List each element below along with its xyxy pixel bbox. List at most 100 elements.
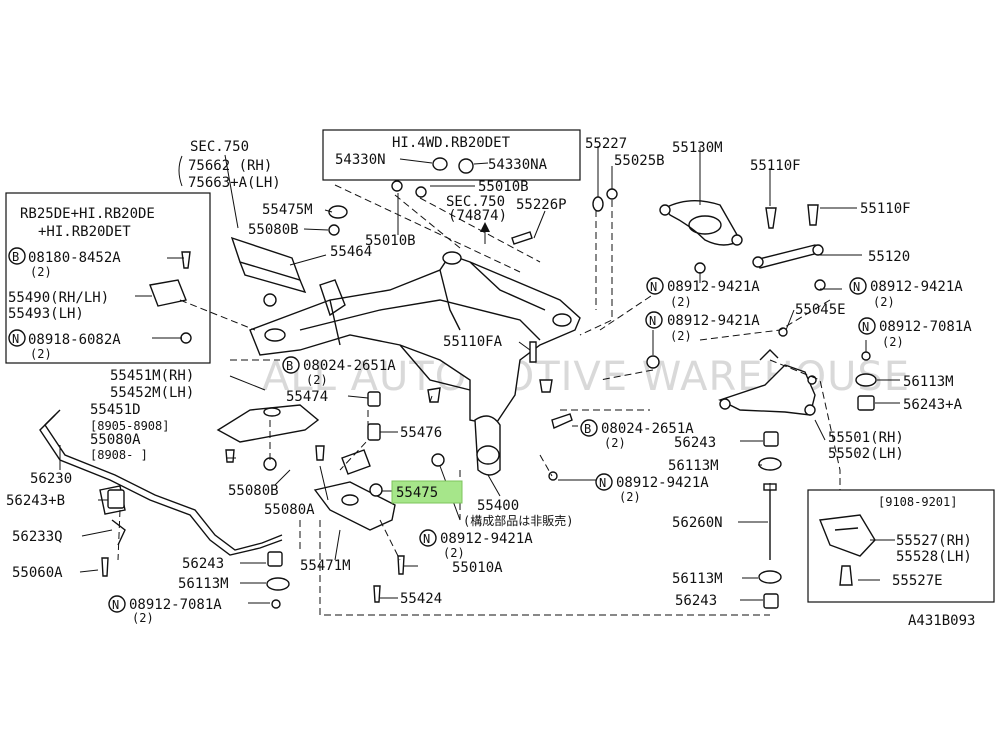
label-08912-9421A-d[interactable]: 08912-9421A [616,475,709,491]
nut-08912-c [814,279,826,291]
bolt-55110F-a [765,207,777,229]
label-55080B-top[interactable]: 55080B [248,222,299,238]
label-08912-9421A-e[interactable]: 08912-9421A [440,531,533,547]
label-55474[interactable]: 55474 [286,389,328,405]
label-08918-6082A[interactable]: 08918-6082A [28,332,121,348]
label-55080A-left[interactable]: 55080A [90,432,141,448]
label-08912-7081A-r[interactable]: 08912-7081A [879,319,972,335]
range-55451D: [8905-8908] [90,419,169,433]
ring-54330N [432,157,448,171]
label-55130M[interactable]: 55130M [672,140,723,156]
label-55528[interactable]: 55528(LH) [896,549,972,565]
label-55120[interactable]: 55120 [868,249,910,265]
label-56113M-l[interactable]: 56113M [178,576,229,592]
washer-55227 [592,196,604,212]
plate-55451M [216,404,320,443]
label-55501[interactable]: 55501(RH) [828,430,904,446]
label-55451M[interactable]: 55451M(RH) [110,368,194,384]
svg-text:N: N [423,532,430,546]
label-55502[interactable]: 55502(LH) [828,446,904,462]
nut-55025B [606,188,618,200]
label-55464[interactable]: 55464 [330,244,372,260]
nut-08912-7081-r [861,351,871,361]
label-55045E[interactable]: 55045E [795,302,846,318]
label-08024-2651A-a[interactable]: 08024-2651A [303,358,396,374]
label-56243-m[interactable]: 56243 [674,435,716,451]
label-08912-9421A-a[interactable]: 08912-9421A [667,279,760,295]
label-08180-8452A[interactable]: 08180-8452A [28,250,121,266]
nut-08912-a [694,262,706,274]
label-55010B-left[interactable]: 55010B [365,233,416,249]
qty-08912-a: (2) [670,295,692,309]
range-55080A: [8908- ] [90,448,148,462]
label-55451D[interactable]: 55451D [90,402,141,418]
nut-n-marker [646,277,664,295]
label-56260N[interactable]: 56260N [672,515,723,531]
label-55025B[interactable]: 55025B [614,153,665,169]
bolt-55110FA [529,341,537,363]
label-56113M-b[interactable]: 56113M [672,571,723,587]
label-55400[interactable]: 55400 [477,498,519,514]
label-55080A-mid[interactable]: 55080A [264,502,315,518]
label-55227[interactable]: 55227 [585,136,627,152]
date-range-box-title: [9108-9201] [878,495,957,509]
label-56243-b[interactable]: 56243 [675,593,717,609]
label-55527[interactable]: 55527(RH) [896,533,972,549]
svg-text:N: N [853,280,860,294]
bolt-b-marker [580,419,598,437]
qty-08912-b: (2) [670,329,692,343]
label-55010A[interactable]: 55010A [452,560,503,576]
label-54330N[interactable]: 54330N [335,152,386,168]
diagram-code: A431B093 [908,613,975,629]
label-56113M-m[interactable]: 56113M [668,458,719,474]
mount-55476 [341,449,371,475]
label-55475M[interactable]: 55475M [262,202,313,218]
label-56243B[interactable]: 56243+B [6,493,65,509]
nut-55010B-top [415,186,427,198]
washer-55045E [778,327,788,337]
bolt-b-marker [282,356,300,374]
label-08024-2651A-b[interactable]: 08024-2651A [601,421,694,437]
sec750-b-arrow-head [480,222,490,232]
bolt-55110F-b [807,204,819,226]
label-55226P[interactable]: 55226P [516,197,567,213]
label-56230[interactable]: 56230 [30,471,72,487]
label-54330NA[interactable]: 54330NA [488,157,548,173]
assembly-lines [117,184,841,616]
svg-text:N: N [112,598,119,612]
label-55010B-top[interactable]: 55010B [478,179,529,195]
qty-08912-c: (2) [873,295,895,309]
label-55080B-bot[interactable]: 55080B [228,483,279,499]
qty-08180: (2) [30,265,52,279]
bushing-56113M-b [758,570,782,584]
label-55527E[interactable]: 55527E [892,573,943,589]
bolt-08024-b [427,387,441,403]
nut-08912-b [646,355,660,369]
label-56243-l[interactable]: 56243 [182,556,224,572]
label-55452M[interactable]: 55452M(LH) [110,385,194,401]
label-55471M[interactable]: 55471M [300,558,351,574]
label-55110F-a[interactable]: 55110F [750,158,801,174]
label-55476[interactable]: 55476 [400,425,442,441]
bracket-55527 [819,514,876,586]
nut-n-marker [595,473,613,491]
label-08912-7081A-l[interactable]: 08912-7081A [129,597,222,613]
bushing-56113M-r [855,373,877,387]
label-55060A[interactable]: 55060A [12,565,63,581]
label-08912-9421A-b[interactable]: 08912-9421A [667,313,760,329]
label-55493[interactable]: 55493(LH) [8,306,84,322]
label-56243A-r[interactable]: 56243+A [903,397,963,413]
label-55110FA[interactable]: 55110FA [443,334,503,350]
label-56113M-r[interactable]: 56113M [903,374,954,390]
bolt-08024-a [551,413,573,429]
label-55424[interactable]: 55424 [400,591,442,607]
label-55475[interactable]: 55475 [396,485,438,501]
label-55110F-b[interactable]: 55110F [860,201,911,217]
svg-text:N: N [649,314,656,328]
label-56233Q[interactable]: 56233Q [12,529,63,545]
label-55490[interactable]: 55490(RH/LH) [8,290,109,306]
nut-n-marker [645,311,663,329]
svg-text:N: N [599,476,606,490]
label-08912-9421A-c[interactable]: 08912-9421A [870,279,963,295]
